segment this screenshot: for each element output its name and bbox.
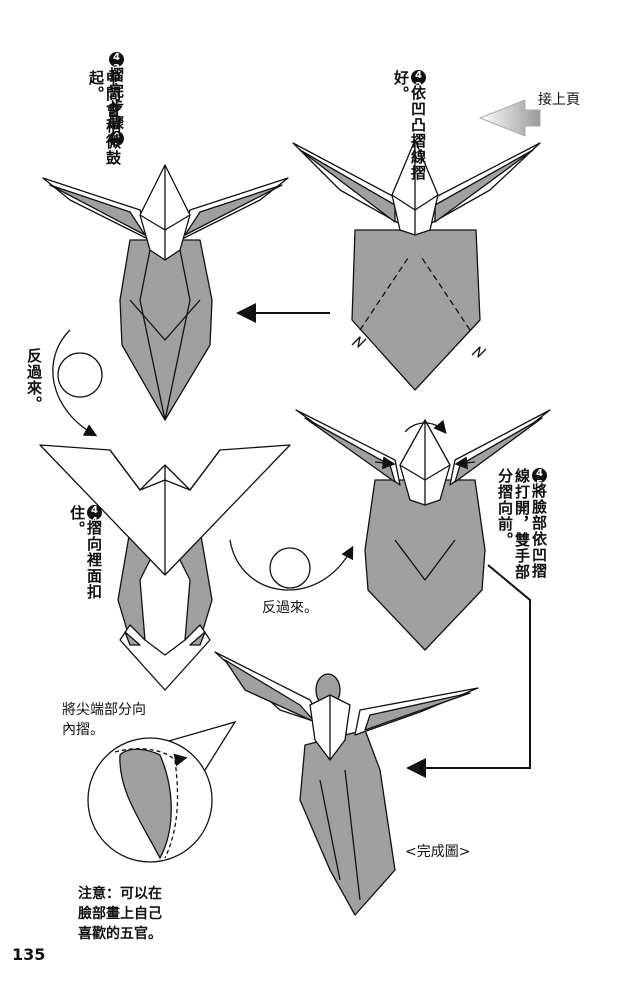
step-44-number: 44 <box>87 505 102 527</box>
step-42-number: 42 <box>411 70 426 92</box>
figure-step-44 <box>39 444 291 691</box>
step-43-ref-number: 42 <box>109 131 124 153</box>
flip-label-1: 反過來。 <box>25 348 43 412</box>
step-45-text: 45將臉部依凹摺線打開，雙手部分摺向前。 <box>496 468 548 580</box>
page-number: 135 <box>12 945 46 964</box>
continue-label: 接上頁 <box>538 92 580 108</box>
completed-label: <完成圖> <box>405 844 471 860</box>
note-line-2: 臉部畫上自己 <box>78 906 162 922</box>
figure-step-45 <box>295 409 551 651</box>
step-43-text-2: 中間會稍微鼓起。 <box>87 70 122 166</box>
flip-label-2: 反過來。 <box>262 600 318 616</box>
step-44-text: 44摺向裡面扣住。 <box>68 505 103 600</box>
note-line-3: 喜歡的五官。 <box>78 926 162 942</box>
note-line-1: 注意：可以在 <box>78 886 162 902</box>
step-43-text-1: 43摺完步驟42 <box>107 52 125 153</box>
continue-arrow <box>478 99 541 137</box>
note-block: 注意：可以在 臉部畫上自己 喜歡的五官。 <box>78 884 162 944</box>
figure-step-42 <box>292 139 541 391</box>
flip-symbol-1 <box>52 329 103 437</box>
step-45-number: 45 <box>532 468 547 490</box>
step-43-number: 43 <box>109 52 124 74</box>
tip-fold-detail <box>87 720 237 863</box>
flip-symbol-2 <box>229 539 354 591</box>
figure-step-43 <box>42 164 289 421</box>
step-42-text: 42依凹凸摺線摺好。 <box>392 70 427 181</box>
step-arrow-45-final <box>406 564 531 778</box>
figure-completed <box>214 651 479 916</box>
tip-fold-label: 將尖端部分向內摺。 <box>62 702 146 738</box>
